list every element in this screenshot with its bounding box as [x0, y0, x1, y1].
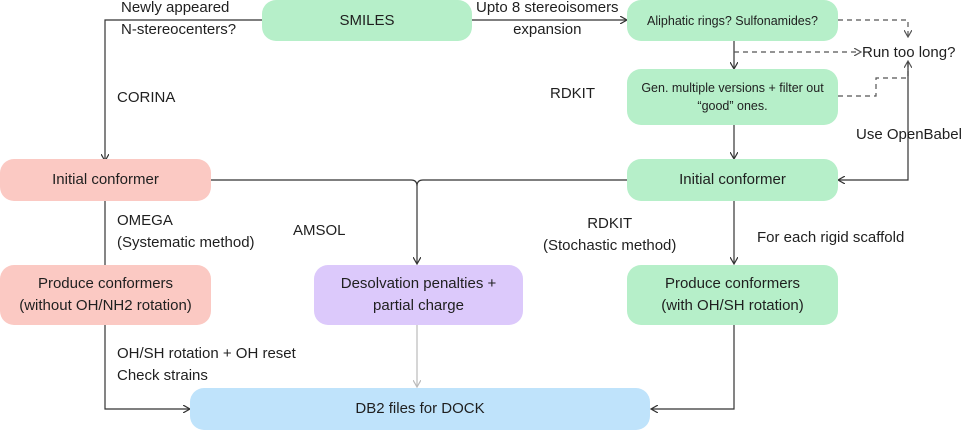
upto-stereoisomers-label: Upto 8 stereoisomers expansion [476, 0, 619, 38]
desolvation-line2: partial charge [373, 297, 464, 314]
produce-conformers-right-node: Produce conformers (with OH/SH rotation) [627, 265, 838, 325]
gen-versions-label: Gen. multiple versions + filter out “goo… [641, 81, 824, 113]
run-too-long-label: Run too long? [862, 44, 956, 61]
gen-versions-node: Gen. multiple versions + filter out “goo… [627, 69, 838, 125]
initial-conformer-right-label: Initial conformer [679, 171, 786, 188]
amsol-label: AMSOL [293, 222, 346, 239]
desolvation-node: Desolvation penalties + partial charge [314, 265, 523, 325]
produce-right-line1: Produce conformers [664, 275, 801, 292]
corina-label: CORINA [117, 89, 176, 106]
edge-smiles-to-initial-left [105, 19, 262, 160]
initial-conformer-right-node: Initial conformer [627, 159, 838, 201]
rdkit-stochastic-label: RDKIT (Stochastic method) [543, 215, 677, 254]
aliphatic-label: Aliphatic rings? Sulfonamides? [647, 13, 818, 28]
rdkit-top-label: RDKIT [550, 85, 595, 102]
initial-conformer-left-label: Initial conformer [52, 171, 159, 188]
db2-label: DB2 files for DOCK [355, 400, 485, 417]
omega-label: OMEGA (Systematic method) [117, 212, 255, 251]
produce-left-line1: Produce conformers [37, 275, 174, 292]
desolvation-line1: Desolvation penalties + [340, 275, 497, 292]
rigid-scaffold-label: For each rigid scaffold [757, 229, 905, 246]
edge-initial-right-to-desolvation [416, 179, 627, 187]
smiles-label: SMILES [339, 11, 395, 29]
edge-produce-right-to-db2 [652, 325, 735, 409]
edge-gen-to-runtoolong [838, 62, 908, 97]
use-openbabel-label: Use OpenBabel [856, 126, 961, 143]
ohsh-rotation-label: OH/SH rotation + OH reset Check strains [117, 345, 296, 384]
initial-conformer-left-node: Initial conformer [0, 159, 211, 201]
newly-appeared-label: Newly appeared N-stereocenters? [121, 0, 237, 38]
db2-node: DB2 files for DOCK [190, 388, 650, 430]
edge-runtoolong-to-initial-right [839, 62, 909, 180]
produce-left-line2: (without OH/NH2 rotation) [19, 297, 192, 314]
edge-aliphatic-to-runtoolong [838, 19, 908, 36]
produce-right-line2: (with OH/SH rotation) [661, 297, 804, 314]
produce-conformers-left-node: Produce conformers (without OH/NH2 rotat… [0, 265, 211, 325]
smiles-node: SMILES [262, 0, 472, 41]
edge-produce-left-to-db2 [104, 325, 189, 409]
aliphatic-rings-node: Aliphatic rings? Sulfonamides? [627, 0, 838, 41]
